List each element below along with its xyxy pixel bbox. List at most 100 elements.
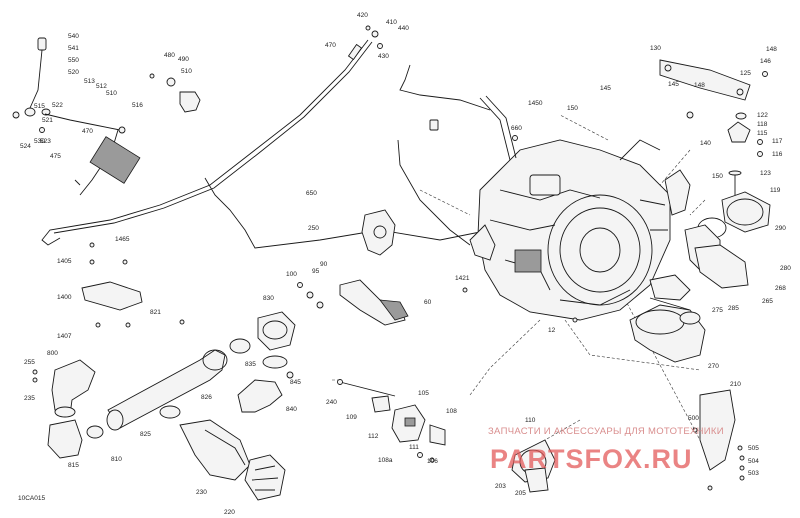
callout-label: 268 xyxy=(775,285,786,292)
callout-label: 150 xyxy=(567,105,578,112)
callout-label: 108 xyxy=(446,408,457,415)
callout-label: 821 xyxy=(150,309,161,316)
callout-label: 1465 xyxy=(115,236,130,243)
cover-parts xyxy=(511,439,556,493)
callout-label: 800 xyxy=(47,350,58,357)
callout-label: 118 xyxy=(757,121,768,128)
callout-label: 220 xyxy=(224,509,235,516)
callout-label: 115 xyxy=(757,130,768,137)
callout-label: 230 xyxy=(196,489,207,496)
callout-label: 106 xyxy=(427,458,438,465)
callout-label: 235 xyxy=(24,395,35,402)
callout-label: 109 xyxy=(346,414,357,421)
callout-label: 130 xyxy=(650,45,661,52)
callout-label: 810 xyxy=(111,456,122,463)
callout-label: 1407 xyxy=(57,333,72,340)
mounting-bracket xyxy=(81,242,143,328)
callout-label: 826 xyxy=(201,394,212,401)
callout-label: 520 xyxy=(68,69,79,76)
callout-label: 290 xyxy=(775,225,786,232)
callout-label: 815 xyxy=(68,462,79,469)
callout-label: 1400 xyxy=(57,294,72,301)
callout-label: 523 xyxy=(40,138,51,145)
callout-label: 105 xyxy=(418,390,429,397)
callout-label: 420 xyxy=(357,12,368,19)
callout-label: 255 xyxy=(24,359,35,366)
callout-label: 285 xyxy=(728,305,739,312)
callout-label: 12 xyxy=(548,327,556,334)
intake-elbow xyxy=(629,304,706,363)
callout-label: 240 xyxy=(326,399,337,406)
callout-label: 550 xyxy=(68,57,79,64)
callout-label: 660 xyxy=(511,125,522,132)
callout-label: 270 xyxy=(708,363,719,370)
callout-label: 475 xyxy=(50,153,61,160)
callout-label: 845 xyxy=(290,379,301,386)
callout-label: 95 xyxy=(312,268,320,275)
intake-tube xyxy=(106,319,228,431)
callout-label: 516 xyxy=(132,102,143,109)
pedal-bracket xyxy=(297,279,468,326)
watermark-tagline: ЗАПЧАСТИ И АКСЕССУАРЫ ДЛЯ МОТОТЕХНИКИ xyxy=(488,426,724,437)
callout-label: 110 xyxy=(525,417,536,424)
boot-and-hose-parts xyxy=(229,311,296,413)
cables xyxy=(41,39,491,249)
callout-label: 410 xyxy=(386,19,397,26)
callout-label: 524 xyxy=(20,143,31,150)
speed-sensor xyxy=(361,209,396,256)
callout-label: 280 xyxy=(780,265,791,272)
callout-label: 90 xyxy=(320,261,328,268)
callout-label: 430 xyxy=(378,53,389,60)
callout-label: 112 xyxy=(368,433,379,440)
callout-label: 205 xyxy=(515,490,526,497)
callout-label: 148 xyxy=(766,46,777,53)
engine-mount-bracket xyxy=(659,59,768,216)
callout-label: 210 xyxy=(730,381,741,388)
callout-label: 541 xyxy=(68,45,79,52)
callout-label: 145 xyxy=(600,85,611,92)
diagram-code: 10CA015 xyxy=(18,495,45,502)
callout-label: 830 xyxy=(263,295,274,302)
callout-label: 521 xyxy=(42,117,53,124)
callout-label: 123 xyxy=(760,170,771,177)
callout-label: 513 xyxy=(84,78,95,85)
shift-shaft-parts xyxy=(337,379,446,463)
callout-label: 265 xyxy=(762,298,773,305)
callout-label: 503 xyxy=(748,470,759,477)
callout-label: 145 xyxy=(668,81,679,88)
callout-label: 510 xyxy=(106,90,117,97)
callout-label: 480 xyxy=(164,52,175,59)
callout-label: 116 xyxy=(772,151,783,158)
callout-label: 117 xyxy=(772,138,783,145)
callout-label: 512 xyxy=(96,83,107,90)
callout-label: 250 xyxy=(308,225,319,232)
callout-label: 504 xyxy=(748,458,759,465)
cable-adjuster-parts xyxy=(347,25,383,61)
callout-label: 119 xyxy=(770,187,781,194)
callout-label: 500 xyxy=(688,415,699,422)
exhaust-pipe-parts xyxy=(32,359,104,459)
callout-label: 515 xyxy=(34,103,45,110)
callout-label: 1421 xyxy=(455,275,470,282)
callout-label: 540 xyxy=(68,33,79,40)
callout-label: 440 xyxy=(398,25,409,32)
callout-label: 825 xyxy=(140,431,151,438)
engine-block xyxy=(469,139,671,323)
sensor-parts xyxy=(149,73,201,113)
callout-label: 148 xyxy=(694,82,705,89)
callout-label: 650 xyxy=(306,190,317,197)
callout-label: 60 xyxy=(424,299,432,306)
callout-label: 1450 xyxy=(528,100,543,107)
callout-label: 122 xyxy=(757,112,768,119)
callout-label: 108a xyxy=(378,457,393,464)
callout-label: 470 xyxy=(325,42,336,49)
callout-label: 146 xyxy=(760,58,771,65)
lower-bracket-parts xyxy=(692,389,745,491)
callout-label: 522 xyxy=(52,102,63,109)
air-duct-parts xyxy=(649,191,771,311)
callout-label: 203 xyxy=(495,483,506,490)
callout-label: 150 xyxy=(712,173,723,180)
shift-linkage-assembly xyxy=(12,37,141,186)
